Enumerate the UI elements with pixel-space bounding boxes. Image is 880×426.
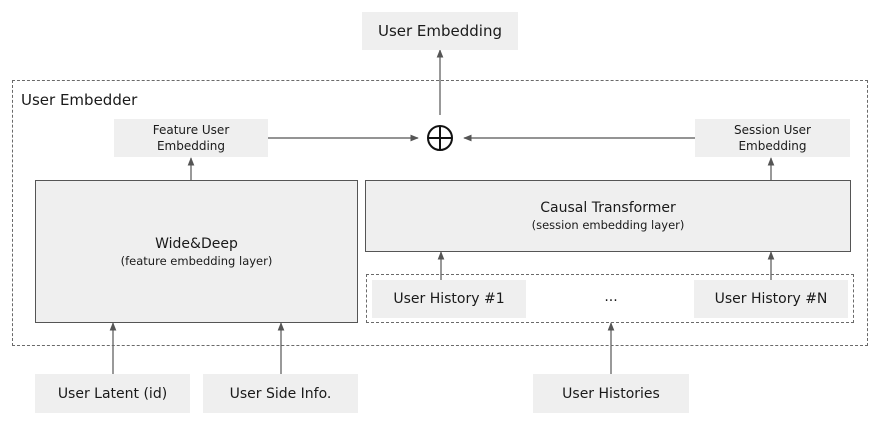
causal-transformer-node: Causal Transformer (session embedding la… — [365, 180, 851, 252]
feature-embedding-line1: Feature User — [152, 123, 230, 137]
user-histories-input-node: User Histories — [533, 374, 689, 413]
combine-plus-icon — [426, 124, 454, 152]
user-embedding-label: User Embedding — [377, 22, 503, 40]
feature-user-embedding-node: Feature User Embedding — [114, 119, 268, 157]
user-embedding-node: User Embedding — [362, 12, 518, 50]
wide-deep-subtitle: (feature embedding layer) — [120, 253, 273, 268]
user-embedder-frame — [12, 80, 868, 346]
user-latent-label: User Latent (id) — [57, 385, 168, 402]
user-history-last-node: User History #N — [694, 280, 848, 318]
user-embedder-label: User Embedder — [21, 91, 138, 109]
session-embedding-line1: Session User — [734, 123, 811, 137]
wide-deep-title: Wide&Deep — [155, 235, 238, 252]
history-ellipsis: ... — [604, 289, 618, 305]
user-history-first-node: User History #1 — [372, 280, 526, 318]
user-history-first-label: User History #1 — [393, 291, 505, 307]
user-history-last-label: User History #N — [714, 291, 828, 307]
user-side-info-input-node: User Side Info. — [203, 374, 358, 413]
causal-transformer-title: Causal Transformer — [540, 200, 676, 216]
causal-transformer-subtitle: (session embedding layer) — [531, 218, 685, 232]
session-embedding-line2: Embedding — [738, 139, 807, 153]
user-side-info-label: User Side Info. — [229, 385, 332, 402]
feature-embedding-line2: Embedding — [156, 139, 226, 153]
user-latent-input-node: User Latent (id) — [35, 374, 190, 413]
wide-deep-node: Wide&Deep (feature embedding layer) — [35, 180, 358, 323]
session-user-embedding-node: Session User Embedding — [695, 119, 850, 157]
user-histories-label: User Histories — [562, 385, 660, 402]
user-histories-group — [366, 274, 854, 323]
